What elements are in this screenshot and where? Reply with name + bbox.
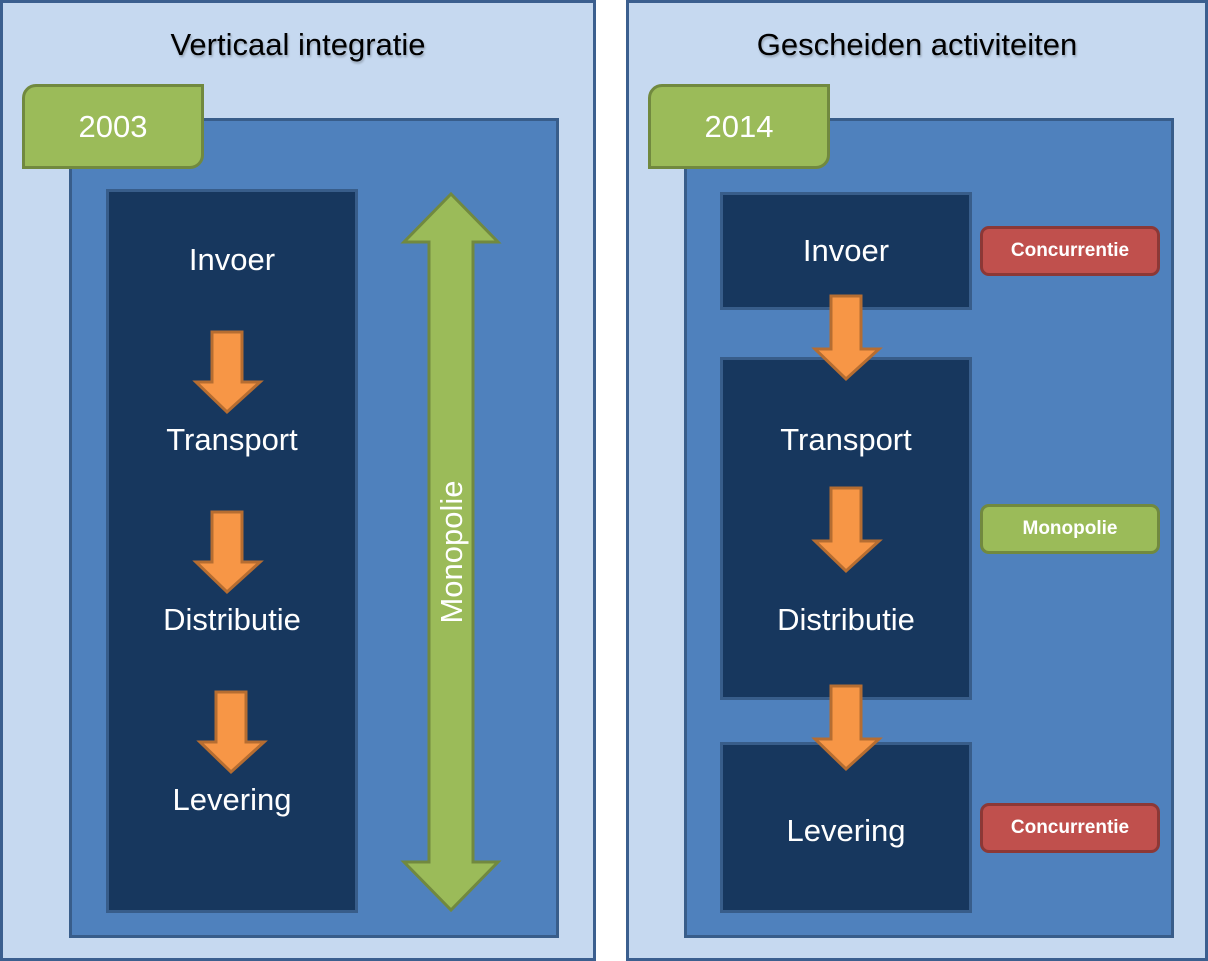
step-invoer: Invoer xyxy=(188,242,276,277)
year-tab-2003: 2003 xyxy=(22,84,204,169)
badge-concurrentie-invoer: Concurrentie xyxy=(980,226,1160,276)
step-invoer: Invoer xyxy=(802,233,890,268)
year-tab-2014: 2014 xyxy=(648,84,830,169)
step-transport: Transport xyxy=(780,422,912,457)
step-distributie: Distributie xyxy=(163,602,301,637)
arrow-down-icon xyxy=(196,690,268,775)
left-panel-title: Verticaal integratie xyxy=(170,27,426,62)
group-invoer: Invoer xyxy=(720,192,972,310)
arrow-down-icon xyxy=(811,684,883,772)
step-transport: Transport xyxy=(166,422,298,457)
right-panel-title: Gescheiden activiteiten xyxy=(756,27,1078,62)
double-arrow-icon xyxy=(400,191,502,913)
step-distributie: Distributie xyxy=(777,602,915,637)
monopolie-arrow-label: Monopolie xyxy=(434,480,469,624)
arrow-down-icon xyxy=(811,294,883,382)
arrow-down-icon xyxy=(192,510,264,595)
arrow-down-icon xyxy=(811,486,883,574)
step-levering: Levering xyxy=(172,782,292,817)
step-levering: Levering xyxy=(786,813,906,848)
badge-concurrentie-levering: Concurrentie xyxy=(980,803,1160,853)
badge-monopolie: Monopolie xyxy=(980,504,1160,554)
arrow-down-icon xyxy=(192,330,264,415)
